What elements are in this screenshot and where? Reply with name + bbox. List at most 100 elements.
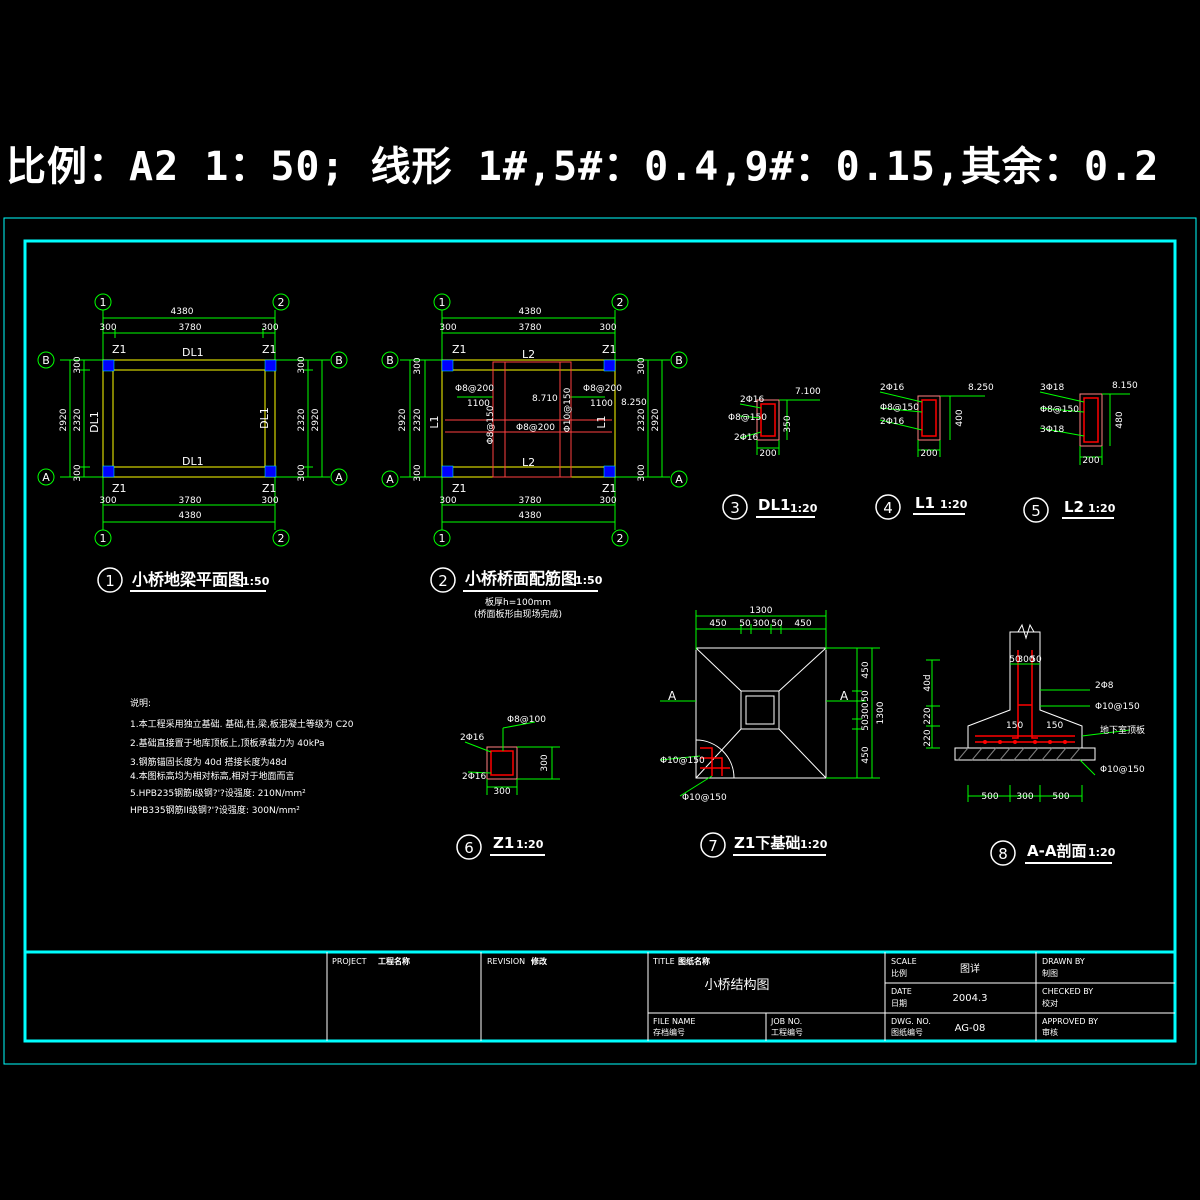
s8-dim-50a: 50	[1009, 655, 1021, 665]
s8-number: 8	[998, 845, 1008, 863]
s3-stirrup: Φ8@150	[728, 413, 767, 423]
d2-axis-a-left: A	[386, 473, 394, 486]
s3-top-rebar: 2Φ16	[740, 395, 765, 405]
section-6-z1: Φ8@100 2Φ16 2Φ16 300 300 6 Z1 1:20	[456, 715, 560, 860]
s8-dim-50b: 50	[1030, 655, 1042, 665]
s5-bot-rebar: 3Φ18	[1040, 425, 1065, 435]
drawing2-number: 2	[438, 572, 448, 590]
axis-2-bottom: 2	[278, 532, 285, 545]
s7-dim-d2: 50	[739, 619, 751, 629]
s4-width: 200	[920, 449, 937, 459]
plan2-beams	[441, 359, 616, 478]
drawing2-note-site: (桥面板形由现场完成)	[474, 608, 562, 620]
tb-title-label: TITLE	[652, 957, 675, 966]
dim-vb-left: 300	[73, 464, 83, 481]
s3-title: DL1	[758, 496, 790, 514]
s8-scale: 1:20	[1088, 846, 1116, 859]
s7-dim-d1: 450	[709, 619, 726, 629]
label-dl1-left: DL1	[88, 411, 101, 433]
note-4: 4.本图标高均为相对标高,相对于地面而言	[130, 770, 294, 782]
axis-b-right: B	[335, 354, 343, 367]
s8-dim-b1: 500	[981, 792, 998, 802]
s7-title: Z1下基础	[734, 834, 800, 852]
s5-elev: 8.150	[1112, 381, 1138, 391]
tb-approved-cn: 审核	[1042, 1027, 1058, 1037]
drawing2-title: 小桥桥面配筋图	[465, 569, 577, 588]
d2-rebar-label-1: Φ8@200	[455, 384, 494, 394]
d2-rebar-label-2: Φ8@200	[583, 384, 622, 394]
d2-rebar-label-4: Φ10@150	[563, 387, 573, 432]
s7-dim-v2: 50	[861, 690, 871, 702]
d2-rebar-label-3: Φ8@150	[486, 405, 496, 444]
s5-scale: 1:20	[1088, 502, 1116, 515]
s7-number: 7	[708, 837, 718, 855]
label-z1-bl: Z1	[112, 482, 127, 495]
d2-axis-2-bottom: 2	[617, 532, 624, 545]
s7-dim-d5: 450	[794, 619, 811, 629]
d2-dim-total-top: 4380	[519, 307, 542, 317]
s8-dim-300: 300	[1017, 655, 1034, 665]
tb-checked-cn: 校对	[1042, 998, 1058, 1008]
dim-mid-bottom: 3780	[179, 496, 202, 506]
d2-elev-2: 8.250	[621, 398, 647, 408]
d2-l2-bottom: L2	[522, 456, 535, 469]
dim-vmid-left: 2320	[73, 408, 83, 431]
inner-frame	[23, 239, 1177, 1043]
d2-dim-va-right: 300	[637, 357, 647, 374]
d2-l1-right: L1	[595, 415, 608, 428]
s7-cut-a-right: A	[840, 689, 849, 703]
plan1-beams	[102, 359, 276, 478]
s5-title: L2	[1064, 498, 1084, 516]
s8-title: A-A剖面	[1027, 842, 1086, 860]
d2-dim-1100-right: 1100	[590, 399, 613, 409]
s7-dim-v5: 450	[861, 746, 871, 763]
s5-top-rebar: 3Φ18	[1040, 383, 1065, 393]
s7-dim-d4: 50	[771, 619, 783, 629]
axis-1-bottom: 1	[100, 532, 107, 545]
d2-l1-left: L1	[428, 415, 441, 428]
outer-frame	[3, 217, 1197, 1065]
tb-dwg-value: AG-08	[955, 1023, 986, 1034]
note-3: 3.钢筋锚固长度为 40d 搭接长度为48d	[130, 756, 287, 768]
s3-scale: 1:20	[790, 502, 818, 515]
s8-rebar-2: Φ10@150	[1095, 702, 1140, 712]
label-z1-tr: Z1	[262, 343, 277, 356]
section-5-l2: 3Φ18 Φ8@150 3Φ18 480 200 8.150 5 L2 1:20	[1023, 381, 1138, 523]
s6-width: 300	[493, 787, 510, 797]
tb-dwg-cn: 图纸编号	[891, 1027, 923, 1037]
s5-width: 200	[1082, 456, 1099, 466]
note-2: 2.基础直接置于地库顶板上,顶板承载力为 40kPa	[130, 737, 325, 749]
dim-vtotal-left: 2920	[59, 408, 69, 431]
note-5b: HPB335钢筋II级钢?'?设强度: 300N/mm²	[130, 804, 300, 816]
s8-rebar-3: Φ10@150	[1100, 765, 1145, 775]
d2-dim-left-bottom: 300	[439, 496, 456, 506]
d2-axis-2-top: 2	[617, 296, 624, 309]
title-block	[326, 952, 1175, 1041]
plan2-axis-bubbles	[381, 293, 688, 547]
tb-job-cn: 工程编号	[771, 1027, 803, 1037]
tb-project-label: PROJECT	[332, 957, 367, 966]
d2-z1-bl: Z1	[452, 482, 467, 495]
s7-dim-d3: 300	[752, 619, 769, 629]
notes-heading: 说明:	[130, 697, 151, 709]
s6-title: Z1	[493, 834, 514, 852]
s3-height: 350	[783, 415, 793, 432]
dim-total-top: 4380	[171, 307, 194, 317]
tb-checked-label: CHECKED BY	[1042, 987, 1093, 996]
s8-rebar-1: 2Φ8	[1095, 681, 1114, 691]
d2-axis-b-right: B	[675, 354, 683, 367]
note-5a: 5.HPB235钢筋I级钢?'?设强度: 210N/mm²	[130, 787, 306, 799]
axis-2-top: 2	[278, 296, 285, 309]
s7-dim-total: 1300	[750, 606, 773, 616]
dim-vtotal-right: 2920	[311, 408, 321, 431]
tb-approved-label: APPROVED BY	[1042, 1017, 1098, 1026]
plan1-columns	[102, 359, 277, 478]
tb-date-value: 2004.3	[953, 993, 988, 1004]
d2-rebar-label-5: Φ8@200	[516, 423, 555, 433]
axis-a-right: A	[335, 471, 343, 484]
s4-number: 4	[883, 499, 893, 517]
s7-dim-v4: 50	[861, 719, 871, 731]
d2-z1-tl: Z1	[452, 343, 467, 356]
d2-dim-vb-left: 300	[413, 464, 423, 481]
